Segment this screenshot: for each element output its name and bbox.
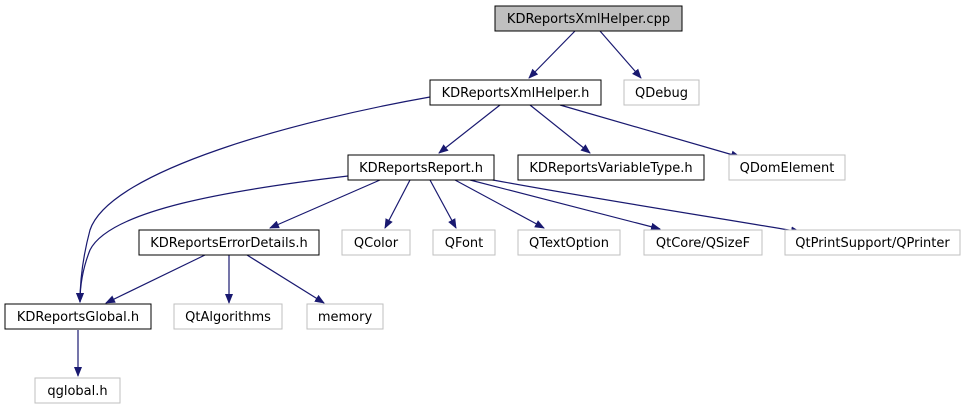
edge-report-to-qsizef: [469, 179, 661, 231]
edge-report-to-qcolor: [384, 179, 411, 229]
node-label: KDReportsErrorDetails.h: [150, 236, 308, 251]
node-label: KDReportsVariableType.h: [529, 161, 692, 176]
edge-errordetails-to-global: [105, 254, 206, 304]
node-label: KDReportsXmlHelper.cpp: [507, 12, 670, 27]
node-label: QtCore/QSizeF: [656, 236, 750, 251]
node-label: KDReportsXmlHelper.h: [442, 86, 590, 101]
edge-report-to-qtextoption: [454, 179, 545, 229]
node-kdreportsreport-h[interactable]: KDReportsReport.h: [347, 154, 495, 181]
node-label: QTextOption: [529, 236, 609, 251]
node-kdreportsvariabletype-h[interactable]: KDReportsVariableType.h: [517, 154, 705, 181]
node-kdreportsxmlhelper-cpp: KDReportsXmlHelper.cpp: [494, 5, 683, 32]
node-label: QFont: [445, 236, 484, 251]
node-label: qglobal.h: [47, 384, 107, 399]
node-qdebug: QDebug: [623, 79, 700, 106]
edge-report-to-global: [76, 175, 349, 303]
node-label: QtAlgorithms: [185, 310, 271, 325]
node-kdreportserrordetails-h[interactable]: KDReportsErrorDetails.h: [138, 229, 320, 256]
edge-errordetails-to-memory: [246, 254, 325, 304]
node-qtextoption: QTextOption: [517, 229, 621, 256]
node-label: memory: [318, 310, 373, 325]
node-label: QtPrintSupport/QPrinter: [795, 236, 950, 251]
edge-report-to-qfont: [429, 179, 457, 229]
node-qfont: QFont: [432, 229, 496, 256]
node-qtcore-qsizef: QtCore/QSizeF: [643, 229, 763, 256]
node-memory: memory: [306, 303, 384, 330]
node-qcolor: QColor: [341, 229, 411, 256]
node-kdreportsglobal-h[interactable]: KDReportsGlobal.h: [4, 303, 152, 330]
edge-xmlhelper-to-qdomelement: [559, 104, 741, 159]
edge-xmlhelper-to-variabletype: [529, 104, 591, 154]
edge-xmlhelper-to-report: [438, 104, 501, 154]
node-label: KDReportsReport.h: [359, 161, 483, 176]
edge-report-to-qprinter: [481, 177, 801, 235]
node-qdomelement: QDomElement: [728, 154, 846, 181]
node-label: QDebug: [635, 86, 688, 101]
edge-xmlhelper-to-global: [76, 96, 431, 303]
edge-report-to-errordetails: [269, 179, 381, 229]
node-qtprintsupport-qprinter: QtPrintSupport/QPrinter: [784, 229, 961, 256]
edge-cpp-to-xmlhelper-h: [528, 30, 576, 79]
node-label: QDomElement: [740, 161, 835, 176]
node-label: QColor: [354, 236, 399, 251]
edge-cpp-to-qdebug: [599, 30, 642, 79]
node-kdreportsxmlhelper-h[interactable]: KDReportsXmlHelper.h: [429, 79, 602, 106]
edges: [74, 30, 801, 377]
node-label: KDReportsGlobal.h: [17, 310, 139, 325]
node-qtalgorithms: QtAlgorithms: [173, 303, 283, 330]
node-qglobal-h: qglobal.h: [34, 377, 121, 404]
